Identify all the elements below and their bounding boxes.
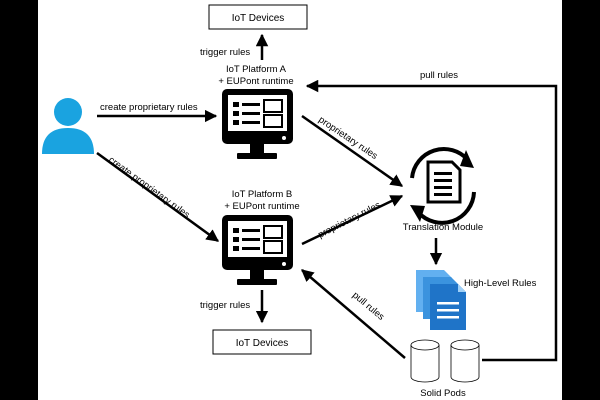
platform-a-label-line1: IoT Platform A [226, 64, 287, 75]
platform-a-node: IoT Platform A + EUPont runtime [218, 64, 294, 159]
edge-solid-pods-to-platform-a: pull rules [305, 70, 558, 362]
edge-user-to-platform-a-label: create proprietary rules [100, 102, 198, 113]
sync-document-icon [410, 147, 476, 225]
edge-platform-b-to-translation-label: proprietary rules [316, 200, 382, 241]
edge-user-to-platform-b-label: create proprietary rules [106, 155, 192, 221]
document-stack-icon [416, 270, 466, 330]
edge-user-to-platform-a: create proprietary rules [97, 102, 218, 123]
platform-a-label-line2: + EUPont runtime [218, 76, 293, 87]
edge-platform-a-to-iot-devices-label: trigger rules [200, 47, 250, 58]
monitor-icon [222, 89, 293, 159]
solid-pods-node: Solid Pods [410, 339, 480, 399]
edge-user-to-platform-b: create proprietary rules [96, 151, 220, 243]
database-cylinder-icon [410, 339, 440, 383]
translation-module-label: Translation Module [403, 222, 483, 233]
monitor-icon [222, 215, 293, 285]
iot-devices-top-node: IoT Devices [208, 4, 308, 30]
iot-devices-bottom-node: IoT Devices [212, 329, 312, 355]
translation-module-node: Translation Module [403, 147, 483, 233]
platform-b-label-line2: + EUPont runtime [224, 201, 299, 212]
edge-platform-a-to-iot-devices: trigger rules [200, 33, 269, 60]
edge-solid-pods-to-platform-a-label: pull rules [420, 70, 458, 81]
edge-platform-b-to-translation: proprietary rules [301, 194, 404, 246]
database-cylinder-icon [450, 339, 480, 383]
iot-devices-bottom-label: IoT Devices [236, 338, 289, 349]
edge-platform-a-to-translation-label: proprietary rules [316, 114, 379, 162]
iot-devices-top-label: IoT Devices [232, 13, 285, 24]
edge-platform-b-to-iot-devices-label: trigger rules [200, 300, 250, 311]
high-level-rules-label: High-Level Rules [464, 278, 537, 289]
edge-solid-pods-to-platform-b-label: pull rules [350, 290, 386, 323]
edge-platform-b-to-iot-devices: trigger rules [200, 290, 269, 324]
edge-platform-a-to-translation: proprietary rules [301, 114, 404, 188]
solid-pods-label: Solid Pods [420, 388, 466, 399]
high-level-rules-node: High-Level Rules [416, 270, 537, 330]
edge-solid-pods-to-platform-b: pull rules [301, 269, 406, 359]
platform-b-label-line1: IoT Platform B [232, 189, 293, 200]
user-icon [42, 98, 94, 154]
platform-b-node: IoT Platform B + EUPont runtime [222, 189, 300, 285]
